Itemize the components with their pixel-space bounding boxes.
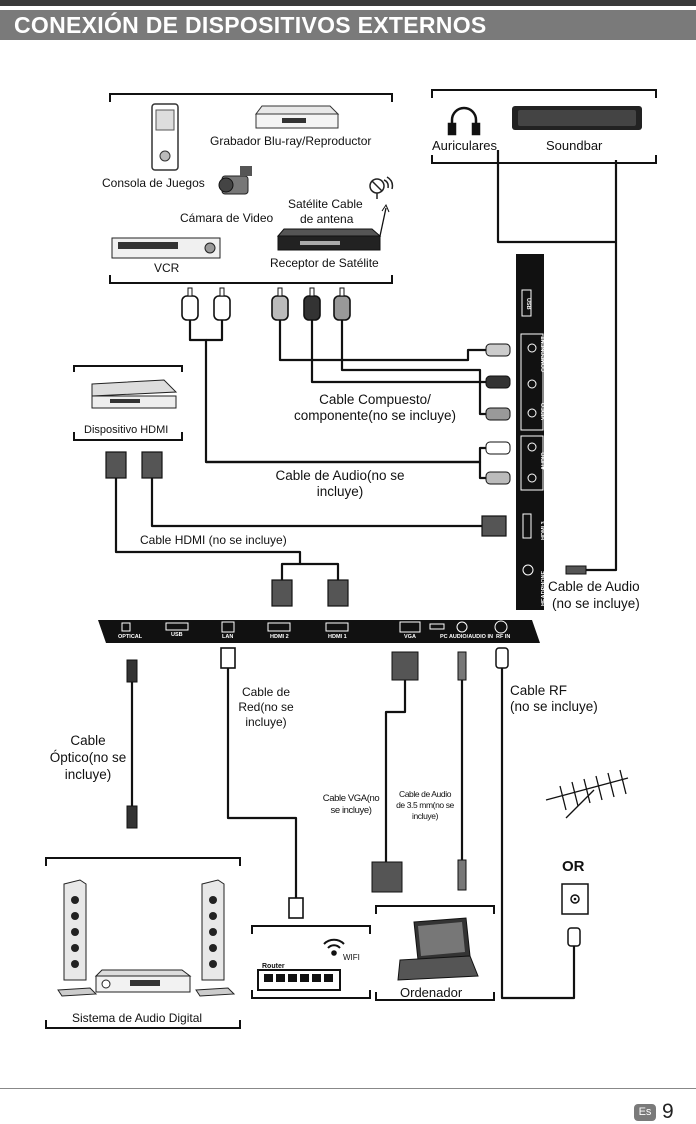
satellite-label-line1: Satélite Cable (288, 197, 363, 211)
vcr-label: VCR (154, 261, 180, 275)
soundbar-label: Soundbar (546, 138, 603, 153)
footer-divider (0, 1088, 696, 1089)
composite-cable-label-line1: Cable Compuesto/ (319, 392, 431, 407)
composite-cable-label-line2: componente(no se incluye) (293, 408, 457, 423)
side-port-hdmi3-label: HDMI 3 (541, 521, 547, 540)
port-usb-label: USB (171, 632, 183, 638)
port-lan-label: LAN (222, 634, 234, 640)
rf-cable-label-line1: Cable RF (510, 683, 568, 698)
speaker-left-icon (57, 879, 98, 997)
laptop-icon (397, 917, 479, 981)
pc-audio-cable-label-line1: Cable de Audio (398, 789, 452, 799)
headphone-jack-plug (565, 565, 587, 575)
satellite-label-line2: de antena (300, 212, 354, 226)
optical-cable-label-line1: Cable (70, 733, 106, 748)
optical-cable-label-line2: Óptico(no se (49, 750, 127, 765)
top-rule (0, 0, 696, 6)
title-bar (0, 10, 696, 40)
side-port-component-label: COMPONENT (541, 336, 547, 372)
audio-cable-label-line1: Cable de Audio(no se (275, 468, 405, 483)
network-cable-label-line2: Red(no se (238, 700, 294, 714)
device-group-bracket-top (109, 93, 393, 102)
side-port-audio-label: AUDIO (541, 452, 547, 470)
vga-cable-label-line1: Cable VGA(no (322, 793, 380, 804)
port-pc-audio-label: PC AUDIO/AUDIO IN (440, 634, 493, 640)
console-label: Consola de Juegos (102, 176, 205, 190)
wifi-icon (323, 938, 345, 956)
hdmi-device-label: Dispositivo HDMI (84, 424, 169, 436)
vga-cable-label-line2: se incluye) (330, 805, 372, 816)
router-label: Router (262, 963, 285, 970)
port-rf-in-label: RF IN (496, 634, 511, 640)
wall-socket-icon (561, 883, 589, 915)
antenna-icon (545, 769, 629, 819)
game-console-icon (151, 103, 179, 171)
hdmi-cable-label: Cable HDMI (no se incluye) (140, 533, 287, 547)
pc-audio-cable-label-line2: de 3.5 mm(no se (396, 800, 454, 810)
satellite-dish-icon (369, 176, 394, 199)
port-optical-label: OPTICAL (118, 634, 143, 640)
page-title: CONEXIÓN DE DISPOSITIVOS EXTERNOS (14, 12, 487, 38)
pc-audio-cable-label-line3: incluye) (411, 811, 439, 821)
rca-plugs-icon (181, 287, 351, 321)
audio-amplifier-icon (94, 969, 192, 993)
digital-audio-label: Sistema de Audio Digital (72, 1011, 203, 1025)
receiver-label: Receptor de Satélite (270, 256, 379, 270)
headphone-audio-cable-label-line1: Cable de Audio (548, 579, 640, 594)
optical-cable-label-line3: incluye) (64, 767, 112, 782)
or-label: OR (562, 858, 585, 875)
router-icon (257, 969, 341, 991)
port-hdmi2-label: HDMI 2 (270, 634, 289, 640)
side-port-headphone-label: HEADPHONE (541, 570, 547, 606)
port-hdmi1-label: HDMI 1 (328, 634, 347, 640)
network-cable-label-line1: Cable de (241, 685, 291, 699)
bluray-player-icon (255, 105, 340, 129)
satellite-receiver-icon (276, 203, 390, 251)
port-vga-label: VGA (404, 634, 416, 640)
headphones-label: Auriculares (432, 138, 498, 153)
side-port-usb-label: USB (525, 298, 531, 310)
hdmi-device-icon (91, 379, 178, 409)
soundbar-icon (512, 106, 642, 130)
vcr-icon (111, 237, 221, 259)
tv-side-panel (516, 254, 544, 610)
audio-cable-label-line2: incluye) (316, 484, 364, 499)
side-port-video-label: VIDEO (541, 402, 547, 420)
speaker-right-icon (195, 879, 236, 997)
bluray-label: Grabador Blu-ray/Reproductor (210, 134, 372, 148)
headphones-icon (447, 106, 481, 136)
wifi-label: WIFI (343, 953, 360, 962)
video-camera-icon (218, 166, 252, 195)
rf-cable-label-line2: (no se incluye) (510, 699, 598, 714)
computer-label: Ordenador (400, 985, 463, 1000)
language-badge: Es (634, 1104, 656, 1121)
camera-label: Cámara de Video (180, 211, 274, 225)
headphone-audio-cable-label-line2: (no se incluye) (552, 596, 640, 611)
page-number: 9 (662, 1100, 674, 1123)
network-cable-label-line3: incluye) (245, 715, 287, 729)
